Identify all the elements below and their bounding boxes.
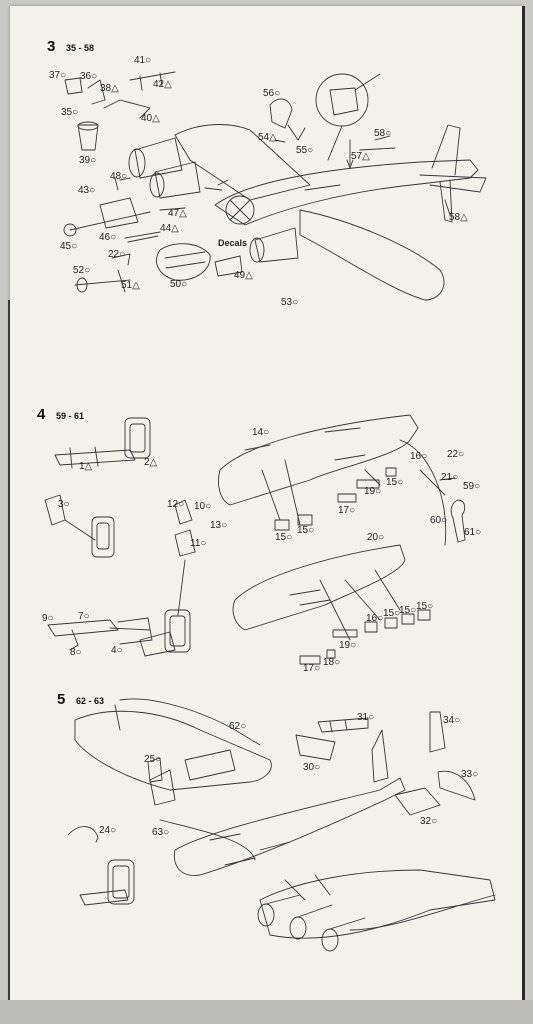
instruction-sheet xyxy=(10,6,522,1001)
part-label: 56○ xyxy=(263,88,281,99)
part-label: 38△ xyxy=(100,83,119,94)
part-label: 25○ xyxy=(144,754,162,765)
step3-aircraft-drawing xyxy=(128,73,487,301)
part-label: 48○ xyxy=(110,171,128,182)
part-label: 30○ xyxy=(303,762,321,773)
part-label: 15○ xyxy=(399,605,417,616)
part-label: 15○ xyxy=(297,525,315,536)
part-label: 39○ xyxy=(79,155,97,166)
part-label: 42△ xyxy=(153,79,172,90)
part-label: 11○ xyxy=(190,538,207,549)
step-range-4: 59 - 61 xyxy=(56,411,85,421)
part-label: 51△ xyxy=(121,280,140,291)
part-label: 21○ xyxy=(441,472,459,483)
part-label: 50○ xyxy=(170,279,188,290)
part-label: 19○ xyxy=(364,486,382,497)
part-label: 19○ xyxy=(339,640,357,651)
part-label: 60○ xyxy=(430,515,448,526)
part-label: 15○ xyxy=(275,532,293,543)
part-label: 32○ xyxy=(420,816,438,827)
part-label: 36○ xyxy=(80,71,98,82)
part-label: 62○ xyxy=(229,721,247,732)
part-label: 17○ xyxy=(338,505,356,516)
part-label: 55○ xyxy=(296,145,314,156)
part-label: 17○ xyxy=(303,663,321,674)
part-label: 1△ xyxy=(79,461,93,472)
step-number-5: 5 xyxy=(57,691,66,708)
step-number-4: 4 xyxy=(37,406,46,423)
part-label: 35○ xyxy=(61,107,79,118)
decals-label: Decals xyxy=(218,238,248,248)
part-label: 58△ xyxy=(449,212,468,223)
part-label: 12○ xyxy=(167,499,185,510)
part-label: 13○ xyxy=(210,520,228,531)
part-label: 58○ xyxy=(374,128,392,139)
part-label: 7○ xyxy=(78,611,90,622)
part-label: 47△ xyxy=(168,208,187,219)
part-label: 43○ xyxy=(78,185,96,196)
part-label: 2△ xyxy=(144,457,158,468)
part-label: 44△ xyxy=(160,223,179,234)
part-label: 22○ xyxy=(447,449,465,460)
part-label: 14○ xyxy=(252,427,270,438)
part-label: 33○ xyxy=(461,769,479,780)
part-label: 16○ xyxy=(410,451,428,462)
part-label: 15○ xyxy=(386,477,404,488)
part-label: 20○ xyxy=(367,532,385,543)
part-label: 15○ xyxy=(383,608,401,619)
part-label: 41○ xyxy=(134,55,152,66)
part-label: 45○ xyxy=(60,241,78,252)
part-label: 52○ xyxy=(73,265,91,276)
part-label: 4○ xyxy=(111,645,123,656)
part-label: 54△ xyxy=(258,132,277,143)
part-label: 8○ xyxy=(70,647,82,658)
part-label: 10○ xyxy=(194,501,212,512)
step5-drawing xyxy=(67,698,496,952)
part-label: 61○ xyxy=(464,527,482,538)
background-surface xyxy=(0,1000,533,1024)
part-label: 40△ xyxy=(141,113,160,124)
step-range-5: 62 - 63 xyxy=(76,696,105,706)
part-label: 49△ xyxy=(234,270,253,281)
part-label: 3○ xyxy=(58,499,70,510)
part-label: 37○ xyxy=(49,70,67,81)
part-label: 16○ xyxy=(366,613,384,624)
sheet-right-border xyxy=(522,6,525,1006)
part-label: 18○ xyxy=(323,657,341,668)
part-label: 59○ xyxy=(463,481,481,492)
step4-drawing xyxy=(44,414,466,665)
part-label: 57△ xyxy=(351,151,370,162)
part-label: 22○ xyxy=(108,249,126,260)
part-label: 34○ xyxy=(443,715,461,726)
part-label: 46○ xyxy=(99,232,117,243)
part-label: 31○ xyxy=(357,712,375,723)
sheet-left-shadow xyxy=(8,300,10,1000)
part-label: 15○ xyxy=(416,601,434,612)
step-number-3: 3 xyxy=(47,38,56,55)
part-label: 63○ xyxy=(152,827,170,838)
part-label: 24○ xyxy=(99,825,117,836)
step3-parts xyxy=(63,71,451,293)
step-range-3: 35 - 58 xyxy=(66,43,95,53)
part-label: 53○ xyxy=(281,297,299,308)
part-label: 9○ xyxy=(42,613,54,624)
